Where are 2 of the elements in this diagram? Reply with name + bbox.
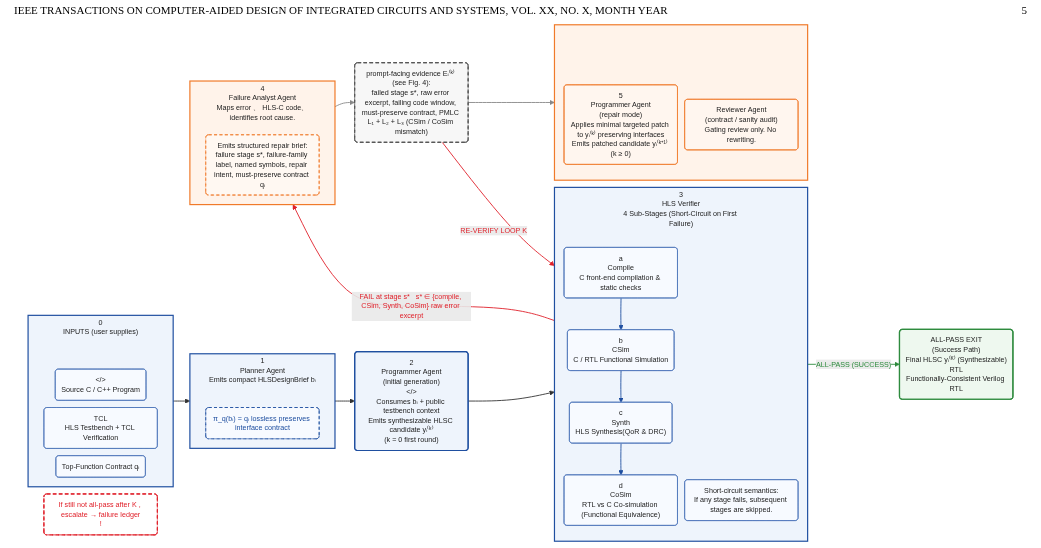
page-header-text: IEEE TRANSACTIONS ON COMPUTER-AIDED DESIGN OF INTEGRATED CIRCUITS AND SYSTEMS, VOL. XX, NO. X, MONTH YEAR xyxy=(14,4,668,18)
page-header-text: 5 xyxy=(1021,4,1027,18)
